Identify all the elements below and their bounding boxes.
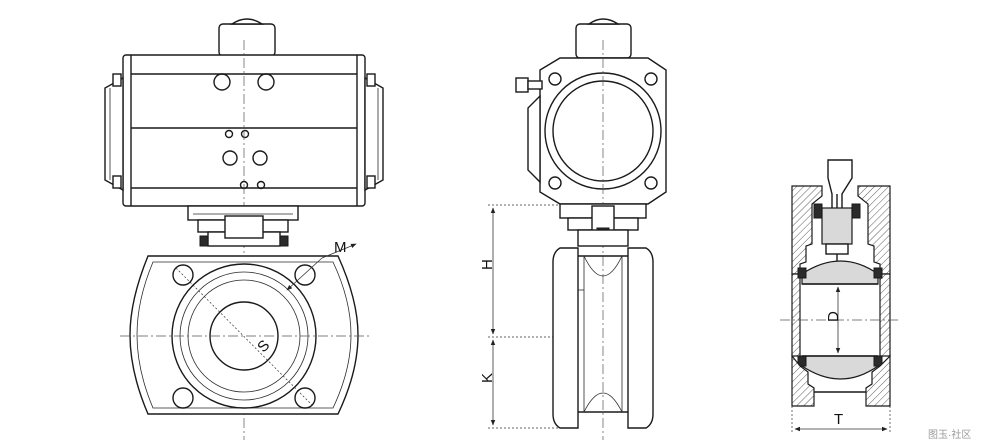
label-t: T bbox=[834, 411, 843, 428]
side-view bbox=[515, 18, 667, 440]
front-indicator bbox=[218, 18, 276, 57]
side-bracket bbox=[559, 203, 647, 247]
label-k: K bbox=[479, 373, 496, 383]
label-m: M bbox=[334, 239, 347, 256]
label-d: D bbox=[825, 311, 842, 322]
front-actuator-body bbox=[104, 40, 384, 440]
side-body bbox=[552, 247, 654, 429]
front-flange bbox=[120, 255, 370, 415]
dimensions-h-k: H K bbox=[479, 204, 560, 429]
dimension-m: M bbox=[286, 239, 357, 291]
front-bracket bbox=[187, 205, 299, 247]
label-h: H bbox=[479, 259, 496, 270]
front-view: M S bbox=[104, 18, 384, 440]
section-view: D T bbox=[780, 159, 900, 434]
watermark: 图玉·社区 bbox=[928, 428, 971, 441]
side-actuator bbox=[515, 40, 667, 440]
